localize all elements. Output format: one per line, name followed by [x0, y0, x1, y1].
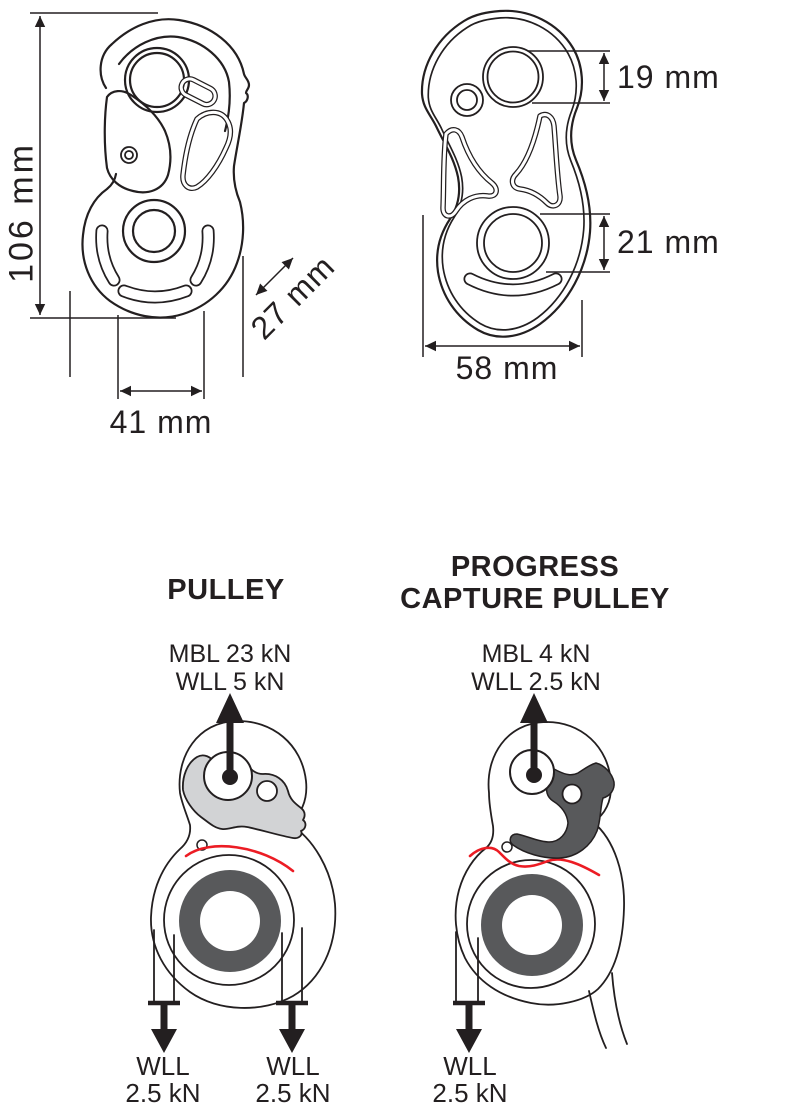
progress-capture-mode-title: PROGRESS CAPTURE PULLEY: [390, 551, 680, 615]
rope-lines: [153, 927, 303, 1002]
progress-capture-rope-rating: WLL 2.5 kN: [432, 1051, 508, 1108]
cam-eye-hole: [561, 783, 583, 805]
dimension-label-height: 106 mm: [2, 142, 41, 283]
dimension-lines-width: [69, 256, 244, 399]
pulley-anchor-rating: MBL 23 kN WLL 5 kN: [130, 640, 330, 696]
neck-rivet: [501, 841, 513, 853]
dimension-lines-bottom-hole: [540, 213, 610, 273]
small-hole-outer: [450, 83, 484, 117]
pulley-wll: WLL 5 kN: [175, 668, 285, 696]
rivet-outer: [120, 146, 138, 164]
sheave-hole-inner: [483, 213, 543, 273]
teardrop-cutout: [180, 109, 233, 191]
sheave-hub-hole: [502, 895, 562, 955]
anchor-point-dot: [526, 767, 542, 783]
rim-slots: [95, 224, 215, 304]
pulley-mbl: MBL 23 kN: [168, 640, 292, 668]
dimension-lines-front-width: [422, 215, 583, 357]
rope-red-path: [184, 845, 295, 873]
progress-capture-title-line2: CAPTURE PULLEY: [400, 583, 670, 615]
load-arrow-down: [456, 1005, 482, 1053]
dimension-label-bottom-hole: 21 mm: [617, 224, 720, 260]
rope-red-path: [468, 846, 601, 877]
dimension-label-top-hole: 19 mm: [617, 59, 720, 95]
pulley-front-view-drawing: [420, 9, 610, 357]
top-hole-outer: [482, 46, 544, 108]
progress-capture-mbl: MBL 4 kN: [481, 640, 591, 668]
dimension-label-front-width: 58 mm: [455, 350, 559, 386]
pulley-right-rope-rating: WLL 2.5 kN: [255, 1051, 331, 1108]
load-arrow-up: [520, 693, 548, 770]
plate-outline-inner: [427, 16, 585, 331]
hook-body-outline: [81, 18, 251, 319]
pulley-mode-drawing: [148, 693, 337, 1053]
rivet-inner: [124, 150, 134, 160]
rope-tail: [588, 972, 628, 1049]
load-arrow-down-right: [279, 1005, 305, 1053]
pulley-mode-title: PULLEY: [167, 574, 285, 606]
dimension-lines-depth: [255, 257, 294, 296]
neck-rivet: [196, 839, 208, 851]
swivel-eye-inner: [128, 51, 186, 109]
load-arrow-up: [216, 693, 244, 772]
axle-inner: [131, 208, 177, 254]
pulley-body-outline: [150, 720, 337, 1009]
left-cutout: [440, 127, 499, 219]
rope-lines: [455, 931, 479, 1002]
sheave-hub-hole: [200, 891, 260, 951]
right-cutout: [509, 111, 563, 209]
sheave-hole-outer: [476, 206, 550, 280]
gate-plate: [103, 90, 172, 194]
progress-capture-mode-drawing: [453, 693, 628, 1053]
cam-eye-hole: [256, 780, 278, 802]
axle-outer: [121, 198, 187, 264]
progress-capture-wll: WLL 2.5 kN: [471, 668, 601, 696]
dimension-lines-top-hole: [528, 50, 610, 104]
pulley-left-rope-rating: WLL 2.5 kN: [125, 1051, 201, 1108]
gate-latch: [178, 76, 218, 108]
anchor-point-dot: [222, 769, 238, 785]
side-plate-edge: [466, 859, 596, 989]
load-arrow-down-left: [151, 1005, 177, 1053]
hook-inner-line: [117, 35, 231, 133]
progress-capture-anchor-rating: MBL 4 kN WLL 2.5 kN: [436, 640, 636, 696]
top-hole-inner: [486, 50, 540, 104]
small-hole-inner: [456, 89, 478, 111]
swivel-eye-outer: [123, 46, 191, 114]
progress-capture-title-line1: PROGRESS: [450, 551, 620, 583]
pulley-side-view-drawing: [30, 12, 294, 399]
bottom-slot: [463, 272, 563, 297]
side-plate-edge: [163, 854, 295, 986]
dimension-label-width: 41 mm: [109, 404, 213, 440]
plate-outline-outer: [420, 9, 592, 338]
